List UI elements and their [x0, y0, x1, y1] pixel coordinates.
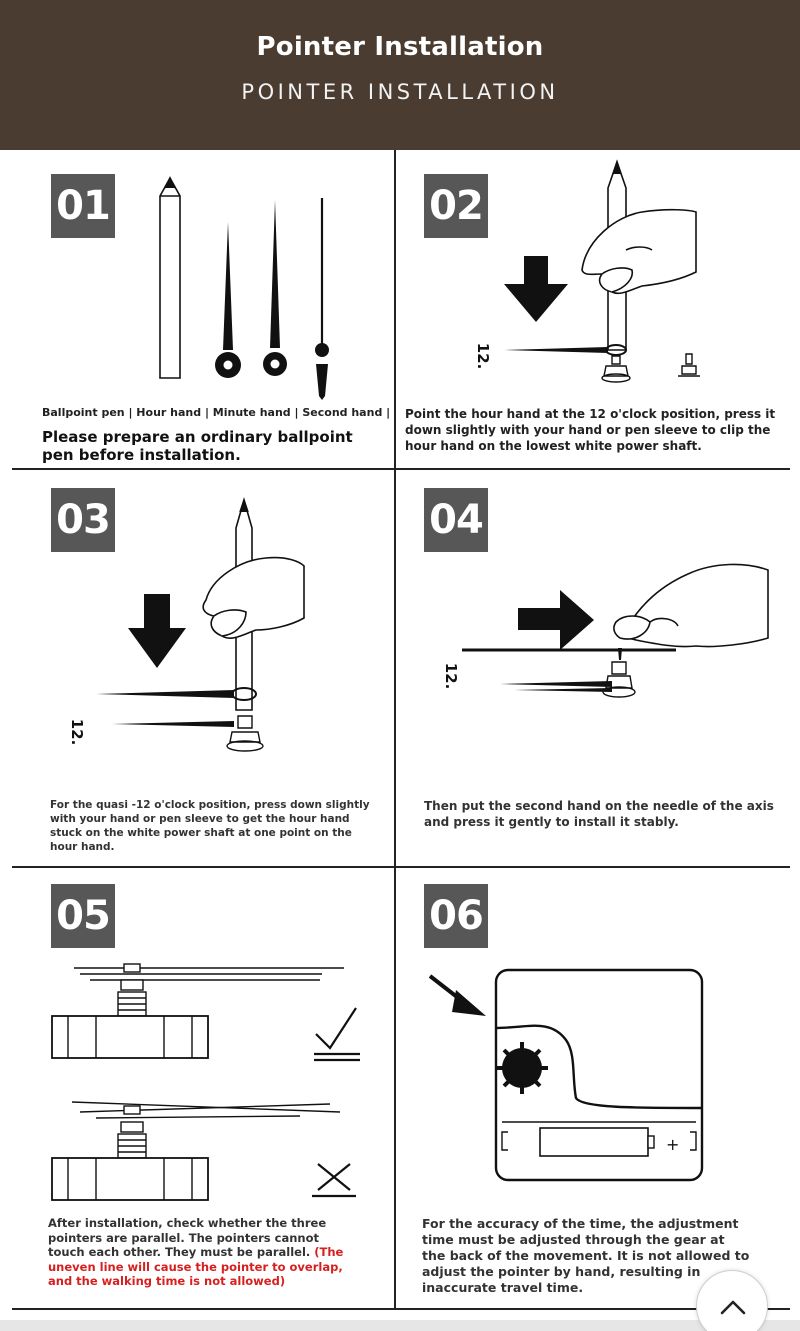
movement-back-diagram: + — [494, 968, 704, 1182]
step-05-panel: 05 — [0, 868, 394, 1308]
bottom-bar — [0, 1320, 800, 1331]
hand-icon — [581, 208, 697, 295]
step-number-badge: 06 — [424, 884, 488, 948]
white-shaft-icon — [678, 353, 700, 377]
step-05-illustration — [51, 963, 360, 1201]
twelve-oclock-mark: 12. — [474, 343, 492, 370]
step-04-illustration: 12. — [442, 563, 769, 698]
grid-divider-horizontal — [12, 468, 790, 470]
twelve-oclock-mark: 12. — [68, 719, 86, 746]
second-hand-on-shaft-icon — [500, 681, 612, 692]
svg-text:+: + — [666, 1135, 679, 1154]
hour-hand-icon — [215, 222, 241, 378]
step-description: For the quasi -12 o'clock position, pres… — [50, 799, 370, 853]
movement-shaft-icon — [602, 661, 636, 698]
hour-hand-on-shaft-icon — [504, 344, 627, 356]
step-number-badge: 04 — [424, 488, 488, 552]
chevron-up-icon — [720, 1300, 746, 1315]
step-06-illustration: + — [428, 968, 704, 1182]
minute-hand-icon — [263, 200, 287, 376]
step-number-badge: 02 — [424, 174, 488, 238]
hand-icon — [202, 556, 305, 639]
arrow-down-icon — [128, 594, 186, 668]
checkmark-icon — [314, 1007, 360, 1062]
ballpoint-pen-icon — [159, 176, 181, 379]
step-number-badge: 05 — [51, 884, 115, 948]
step-06-panel: 06 + — [396, 868, 800, 1308]
second-hand-icon — [315, 198, 329, 400]
step-description: For the accuracy of the time, the adjust… — [422, 1216, 750, 1295]
movement-shaft-icon — [601, 355, 631, 383]
page-title: Pointer Installation — [256, 32, 544, 62]
step-description: Point the hour hand at the 12 o'clock po… — [405, 407, 776, 453]
step-description: After installation, check whether the th… — [48, 1216, 348, 1289]
grid-divider-vertical — [394, 150, 396, 1310]
step-02-panel: 02 — [396, 150, 800, 468]
step-01-illustration — [159, 176, 329, 400]
hands-on-shaft-icon — [96, 687, 257, 727]
page-subtitle: POINTER INSTALLATION — [241, 80, 559, 104]
step-03-panel: 03 12. For the quasi -12 o' — [0, 470, 394, 866]
instruction-grid: 01 — [0, 150, 800, 1320]
scroll-to-top-button[interactable] — [696, 1270, 768, 1331]
grid-divider-horizontal — [12, 1308, 790, 1310]
page-header: Pointer Installation POINTER INSTALLATIO… — [0, 0, 800, 150]
step-number-badge: 01 — [51, 174, 115, 238]
step-text: After installation, check whether the th… — [48, 1216, 327, 1259]
step-01-panel: 01 — [0, 150, 394, 468]
gear-teeth — [496, 1042, 548, 1094]
arrow-down-icon — [504, 256, 568, 322]
step-03-illustration: 12. — [68, 497, 305, 752]
step-02-illustration: 12. — [474, 159, 700, 383]
warning-text: (The uneven line will cause the pointer … — [48, 1245, 344, 1288]
step-description: Please prepare an ordinary ballpoint pen… — [42, 428, 353, 464]
twelve-oclock-mark: 12. — [442, 663, 460, 690]
uneven-hands-diagram — [51, 1101, 341, 1201]
parallel-hands-diagram — [51, 963, 344, 1059]
arrow-right-icon — [518, 590, 594, 650]
grid-divider-horizontal — [12, 866, 790, 868]
step-description: Then put the second hand on the needle o… — [424, 799, 774, 829]
movement-shaft-icon — [226, 715, 264, 752]
step-number-badge: 03 — [51, 488, 115, 552]
arrow-pointer-icon — [428, 974, 486, 1016]
step-04-panel: 04 12. Then put the second hand on the n… — [396, 470, 800, 866]
hand-icon — [613, 563, 769, 648]
parts-labels: Ballpoint pen | Hour hand | Minute hand … — [42, 406, 391, 419]
cross-icon — [312, 1163, 356, 1198]
